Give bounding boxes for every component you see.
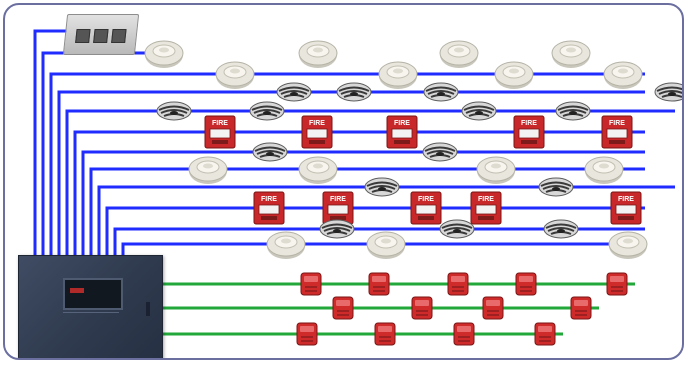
- horn-strobe-icon: [606, 272, 628, 296]
- photoelectric-smoke-detector-icon: [551, 40, 591, 68]
- horn-strobe-icon: [570, 296, 592, 320]
- panel-door-latch: [146, 302, 150, 316]
- manual-pull-station-icon: FIRE: [470, 191, 502, 225]
- svg-text:FIRE: FIRE: [478, 196, 494, 203]
- photoelectric-smoke-detector-icon: [144, 40, 184, 68]
- heat-detector-icon: [461, 101, 497, 121]
- svg-text:FIRE: FIRE: [330, 196, 346, 203]
- manual-pull-station-icon: FIRE: [386, 115, 418, 149]
- svg-text:FIRE: FIRE: [309, 120, 325, 127]
- device-layer: FIRE FIRE FIRE FIRE FIRE FIRE FIRE FIRE FIRE FIRE: [144, 40, 682, 346]
- manual-pull-station-icon: FIRE: [610, 191, 642, 225]
- photoelectric-smoke-detector-icon: [439, 40, 479, 68]
- svg-text:FIRE: FIRE: [521, 120, 537, 127]
- photoelectric-smoke-detector-icon: [298, 40, 338, 68]
- manual-pull-station-icon: FIRE: [410, 191, 442, 225]
- svg-text:FIRE: FIRE: [618, 196, 634, 203]
- photoelectric-smoke-detector-icon: [215, 61, 255, 89]
- fire-alarm-control-panel-icon: [18, 255, 163, 358]
- heat-detector-icon: [538, 177, 574, 197]
- horn-strobe-icon: [368, 272, 390, 296]
- photoelectric-smoke-detector-icon: [608, 231, 648, 259]
- horn-strobe-icon: [411, 296, 433, 320]
- diagram-frame: FIRE FIRE FIRE FIRE FIRE FIRE FIRE FIRE FIRE FIRE: [3, 3, 684, 360]
- photoelectric-smoke-detector-icon: [584, 156, 624, 184]
- horn-strobe-icon: [374, 322, 396, 346]
- horn-strobe-icon: [300, 272, 322, 296]
- horn-strobe-icon: [515, 272, 537, 296]
- heat-detector-icon: [252, 142, 288, 162]
- photoelectric-smoke-detector-icon: [188, 156, 228, 184]
- heat-detector-icon: [422, 142, 458, 162]
- horn-strobe-icon: [534, 322, 556, 346]
- photoelectric-smoke-detector-icon: [366, 231, 406, 259]
- manual-pull-station-icon: FIRE: [301, 115, 333, 149]
- horn-strobe-icon: [482, 296, 504, 320]
- manual-pull-station-icon: FIRE: [204, 115, 236, 149]
- manual-pull-station-icon: FIRE: [322, 191, 354, 225]
- horn-strobe-icon: [332, 296, 354, 320]
- svg-text:FIRE: FIRE: [418, 196, 434, 203]
- heat-detector-icon: [249, 101, 285, 121]
- photoelectric-smoke-detector-icon: [476, 156, 516, 184]
- svg-text:FIRE: FIRE: [609, 120, 625, 127]
- heat-detector-icon: [319, 219, 355, 239]
- photoelectric-smoke-detector-icon: [603, 61, 643, 89]
- svg-text:FIRE: FIRE: [261, 196, 277, 203]
- horn-strobe-icon: [296, 322, 318, 346]
- manual-pull-station-icon: FIRE: [513, 115, 545, 149]
- panel-display: [63, 278, 123, 310]
- heat-detector-icon: [423, 82, 459, 102]
- horn-strobe-icon: [447, 272, 469, 296]
- photoelectric-smoke-detector-icon: [494, 61, 534, 89]
- horn-strobe-icon: [453, 322, 475, 346]
- heat-detector-icon: [276, 82, 312, 102]
- heat-detector-icon: [336, 82, 372, 102]
- manual-pull-station-icon: FIRE: [601, 115, 633, 149]
- heat-detector-icon: [555, 101, 591, 121]
- manual-pull-station-icon: FIRE: [253, 191, 285, 225]
- photoelectric-smoke-detector-icon: [298, 156, 338, 184]
- heat-detector-icon: [364, 177, 400, 197]
- heat-detector-icon: [543, 219, 579, 239]
- photoelectric-smoke-detector-icon: [266, 231, 306, 259]
- panel-keypad: [63, 312, 119, 329]
- heat-detector-icon: [156, 101, 192, 121]
- svg-text:FIRE: FIRE: [394, 120, 410, 127]
- svg-text:FIRE: FIRE: [212, 120, 228, 127]
- heat-detector-icon: [654, 82, 682, 102]
- photoelectric-smoke-detector-icon: [378, 61, 418, 89]
- wiring-layer: [33, 29, 675, 336]
- heat-detector-icon: [439, 219, 475, 239]
